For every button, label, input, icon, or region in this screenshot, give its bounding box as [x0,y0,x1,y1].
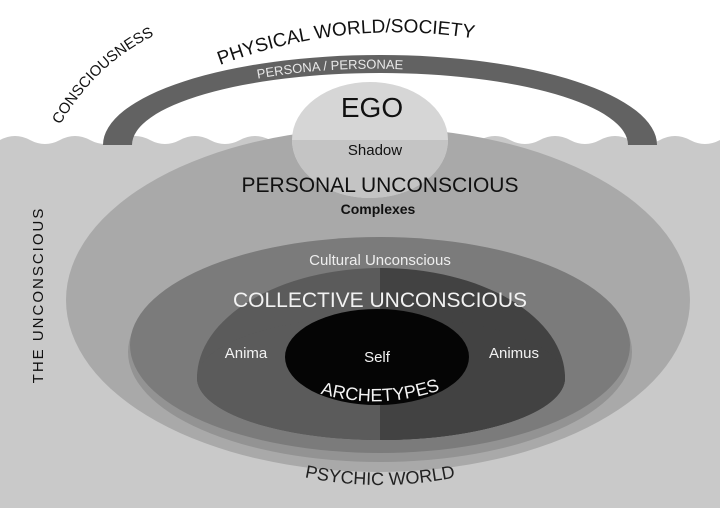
collective-unconscious-label: COLLECTIVE UNCONSCIOUS [233,289,527,312]
persona-band [103,55,657,145]
complexes-label: Complexes [341,201,416,217]
anima-label: Anima [225,345,268,362]
cultural-unconscious-label: Cultural Unconscious [309,252,451,269]
personal-unconscious-label: PERSONAL UNCONSCIOUS [242,174,519,197]
shadow-label: Shadow [348,142,402,159]
persona-label: PERSONA / PERSONAE [256,57,404,82]
ego-label: EGO [341,92,403,123]
animus-label: Animus [489,345,539,362]
the-unconscious-label: THE UNCONSCIOUS [30,207,47,384]
self-ellipse [285,309,469,405]
self-label: Self [364,349,391,366]
